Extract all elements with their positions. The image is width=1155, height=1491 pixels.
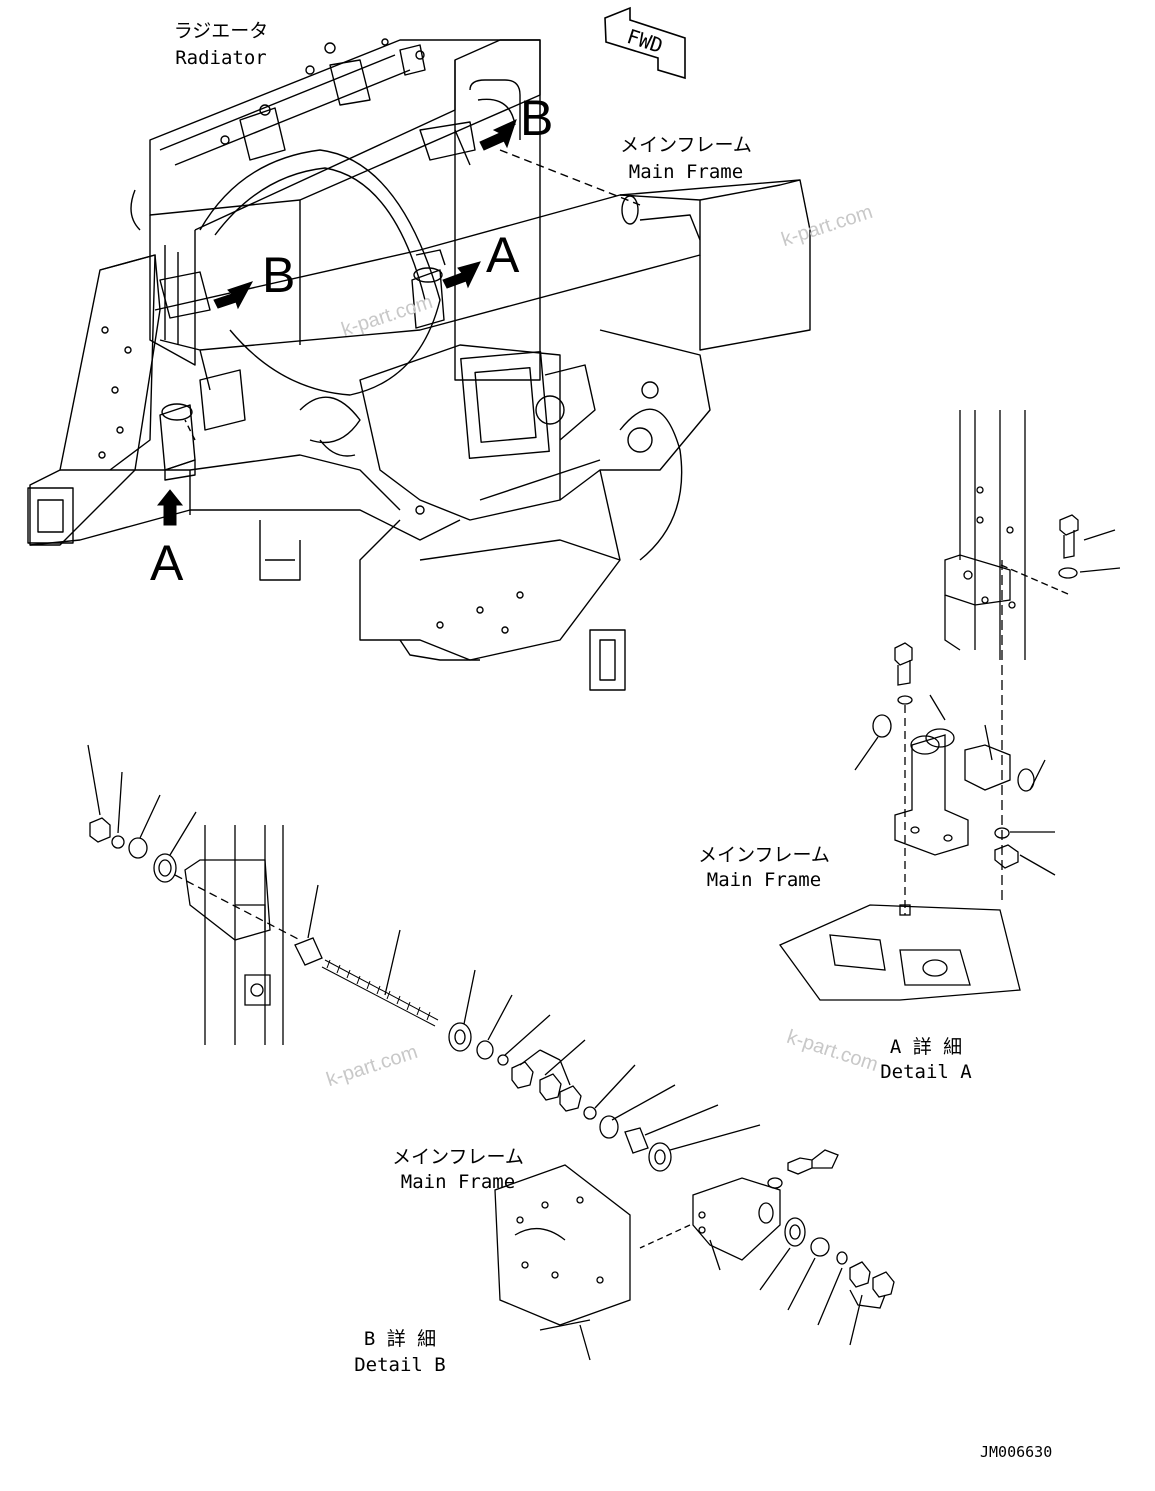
view-arrows: [156, 119, 517, 526]
arrow-b-left: [213, 281, 254, 310]
arrow-a-right: [442, 261, 481, 289]
view-b-label-left: B: [262, 247, 296, 303]
main-frame-label-en: Main Frame: [628, 161, 744, 183]
main-frame: [27, 179, 811, 691]
arrow-b-top: [479, 119, 517, 151]
detail-b-title-en: Detail B: [354, 1354, 446, 1376]
detail-b-main-frame-label-en: Main Frame: [400, 1171, 516, 1193]
detail-a-drawing: [779, 410, 1121, 1001]
radiator-label-en: Radiator: [175, 47, 267, 69]
mount-a-right: [411, 249, 446, 329]
mount-b-main: [159, 121, 476, 319]
arrow-a-left: [156, 489, 184, 526]
drawing-code: JM006630: [980, 1443, 1053, 1461]
view-a-label-right: A: [486, 227, 520, 283]
detail-b-drawing: [87, 744, 895, 1361]
detail-a-main-frame-label-jp: メインフレーム: [698, 844, 830, 866]
detail-a-main-frame-label-en: Main Frame: [706, 869, 822, 891]
radiator-label-jp: ラジエータ: [173, 20, 269, 42]
detail-a-title-jp: A 詳 細: [889, 1036, 963, 1058]
main-frame-label-jp: メインフレーム: [620, 134, 752, 156]
mount-a-left: [159, 403, 196, 481]
view-b-label-top: B: [520, 90, 554, 146]
view-a-label-left: A: [150, 535, 184, 591]
detail-b-title-jp: B 詳 細: [363, 1328, 437, 1350]
detail-b-main-frame-label-jp: メインフレーム: [392, 1146, 524, 1168]
fwd-arrow-outline: [604, 6, 686, 80]
detail-a-title-en: Detail A: [880, 1061, 972, 1083]
radiator-assembly: [130, 38, 541, 396]
